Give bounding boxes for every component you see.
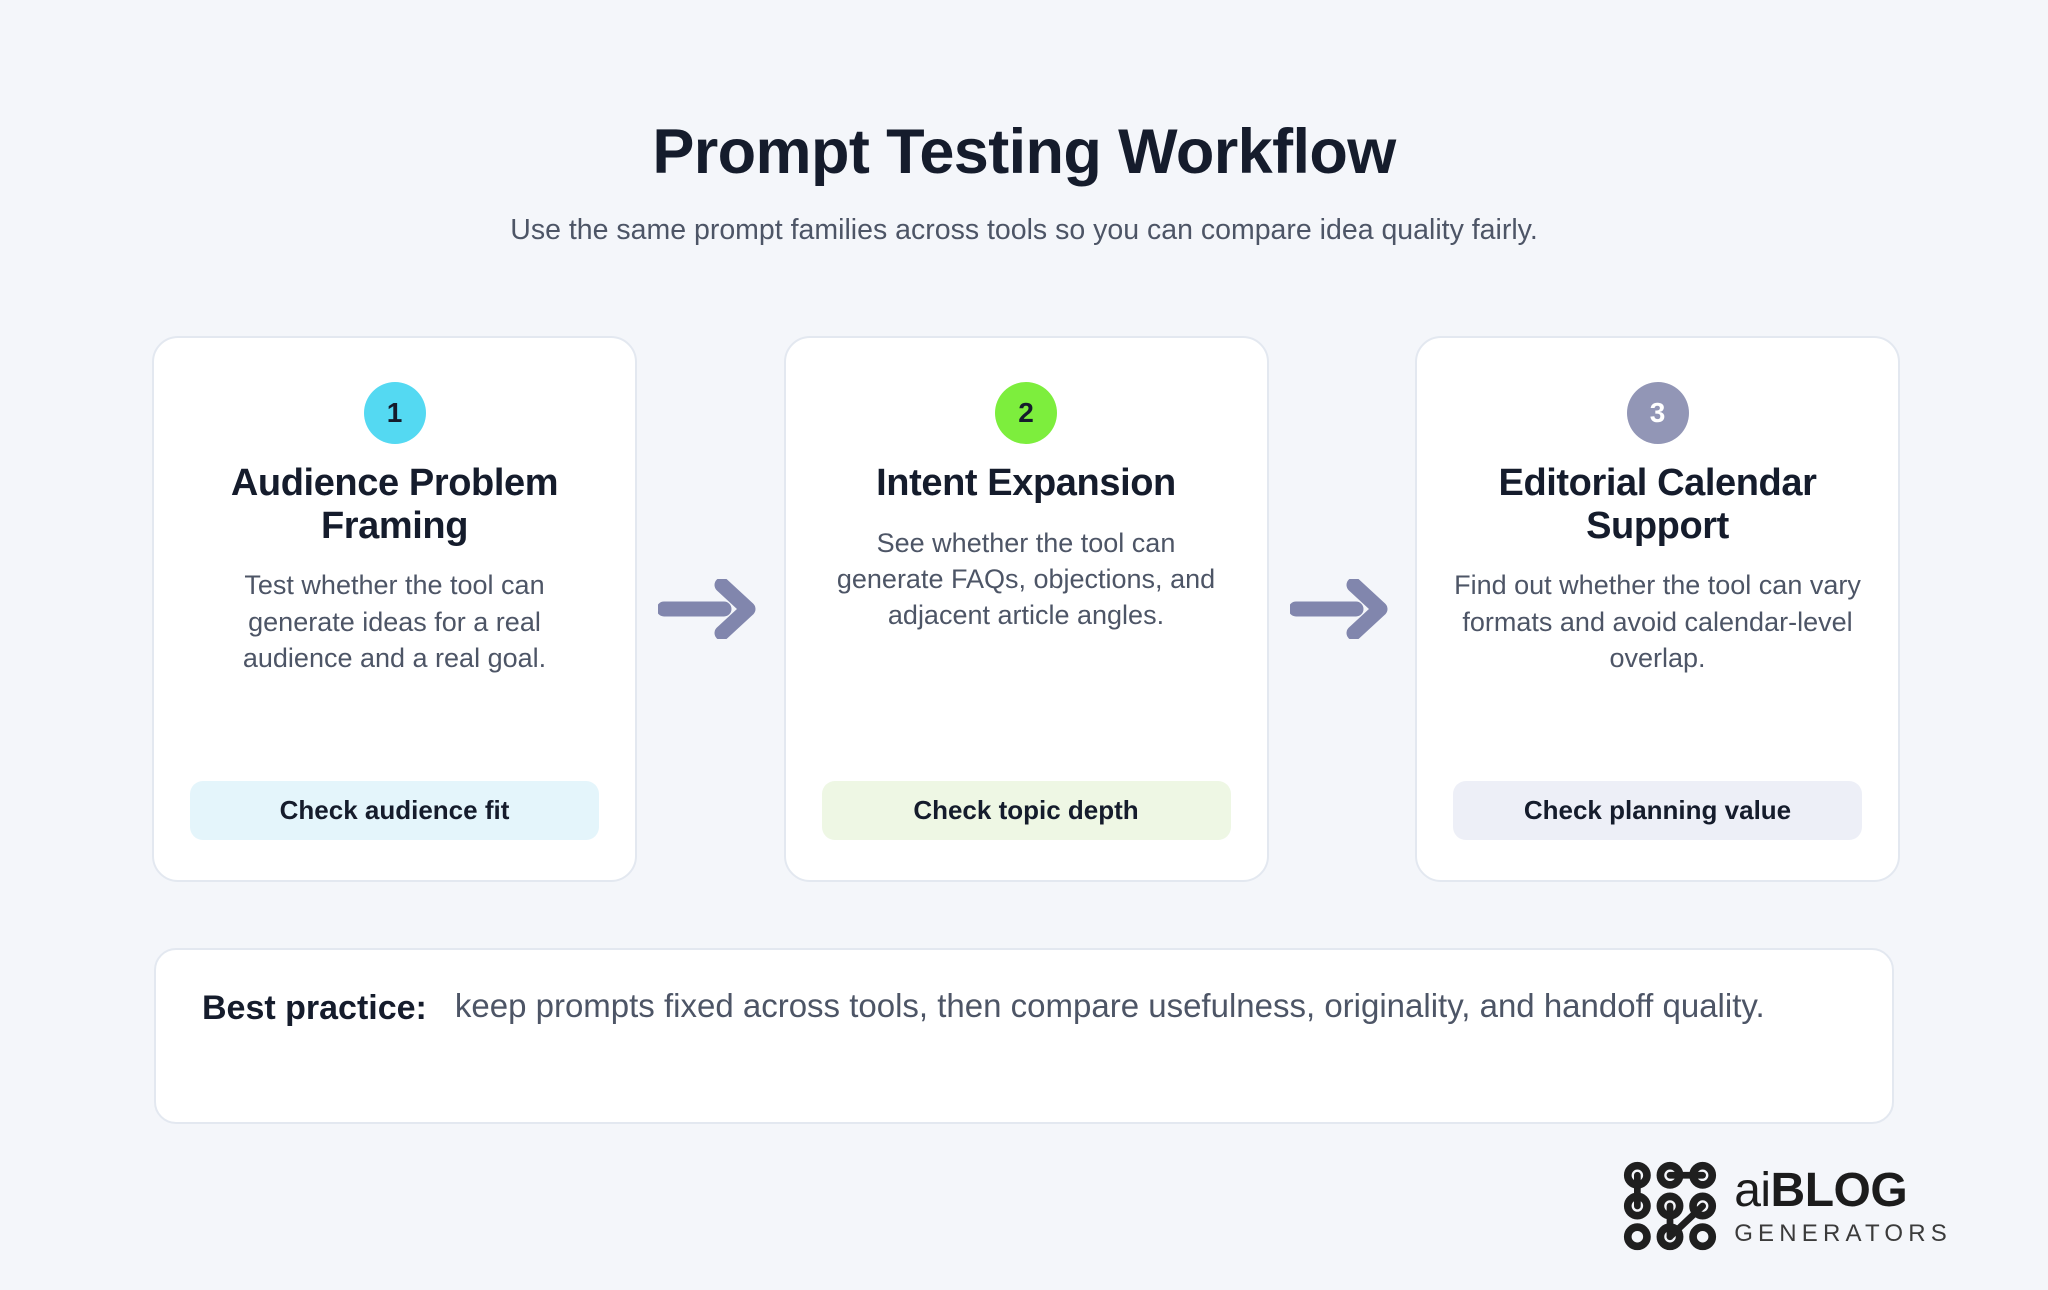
step-number-3: 3: [1649, 397, 1666, 428]
step-number-2: 2: [1018, 397, 1034, 428]
step-badge-2: 2: [995, 382, 1057, 444]
step-card-2[interactable]: 2 Intent Expansion See whether the tool …: [783, 336, 1269, 882]
step-badge-3: 3: [1626, 382, 1689, 444]
step-card-1[interactable]: 1 Audience Problem Framing Test whether …: [152, 336, 637, 882]
step-pill-3[interactable]: Check planning value: [1453, 781, 1862, 840]
logo-wordmark-group: aiBLOG GENERATORS: [1734, 1163, 1952, 1247]
best-practice-banner: Best practice: keep prompts fixed across…: [154, 948, 1894, 1124]
step-description-3: Find out whether the tool can vary forma…: [1454, 570, 1861, 673]
node-graph-icon: [1624, 1161, 1717, 1251]
header: Prompt Testing Workflow Use the same pro…: [0, 118, 2048, 249]
workflow-steps: 1 Audience Problem Framing Test whether …: [152, 336, 1900, 882]
page-title: Prompt Testing Workflow: [652, 117, 1396, 187]
step-pill-2[interactable]: Check topic depth: [821, 781, 1231, 840]
logo-subtext: GENERATORS: [1734, 1219, 1952, 1247]
step-number-1: 1: [386, 397, 403, 428]
step-badge-1: 1: [363, 382, 426, 444]
connector-2: [1269, 336, 1416, 882]
step-description-1: Test whether the tool can generate ideas…: [242, 570, 547, 673]
best-practice-text: keep prompts fixed across tools, then co…: [454, 987, 1765, 1024]
step-title-2: Intent Expansion: [876, 462, 1176, 504]
step-title-3: Editorial Calendar Support: [1498, 462, 1817, 547]
step-pill-1[interactable]: Check audience fit: [190, 781, 599, 840]
connector-1: [637, 336, 784, 882]
best-practice-label: Best practice:: [202, 989, 427, 1027]
logo-word-ai: ai: [1734, 1163, 1771, 1217]
logo-word-blog: BLOG: [1770, 1163, 1908, 1217]
step-card-3[interactable]: 3 Editorial Calendar Support Find out wh…: [1415, 336, 1900, 882]
page-subtitle: Use the same prompt families across tool…: [510, 214, 1538, 247]
arrow-right-icon: [658, 579, 756, 639]
arrow-right-icon: [1289, 579, 1388, 639]
step-title-1: Audience Problem Framing: [230, 462, 559, 547]
step-description-2: See whether the tool can generate FAQs, …: [836, 527, 1216, 631]
brand-logo: aiBLOG GENERATORS: [1622, 1158, 1952, 1254]
logo-wordmark: aiBLOG: [1734, 1163, 1952, 1217]
